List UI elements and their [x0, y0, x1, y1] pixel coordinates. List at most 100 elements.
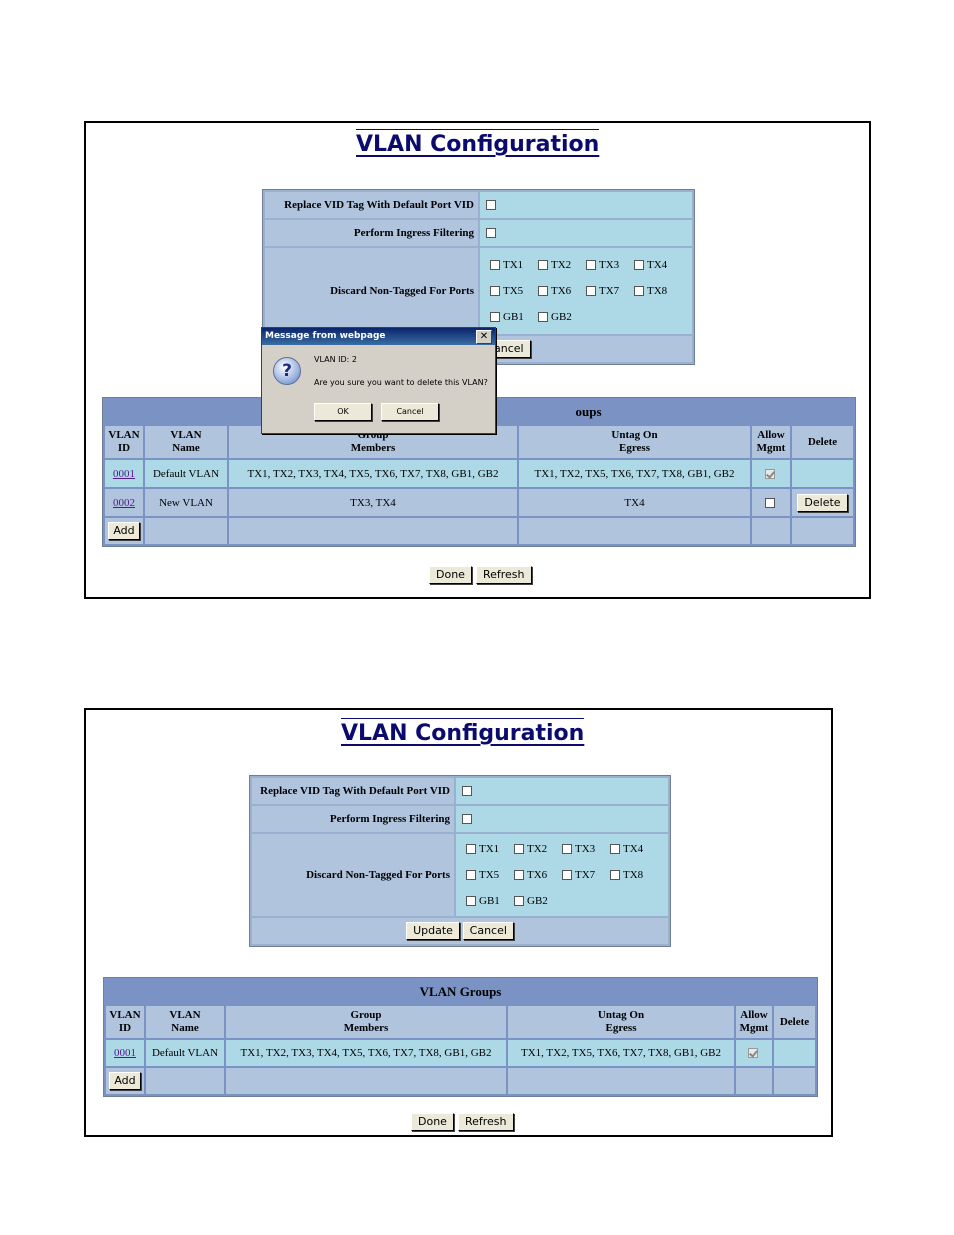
- config-table: Replace VID Tag With Default Port VID Pe…: [249, 775, 671, 947]
- table-row: 0002 New VLAN TX3, TX4 TX4 Delete: [105, 489, 853, 516]
- done-button[interactable]: Done: [429, 566, 472, 584]
- delete-button[interactable]: Delete: [797, 493, 848, 512]
- vlan-name: Default VLAN: [146, 1040, 224, 1066]
- done-button[interactable]: Done: [411, 1113, 454, 1131]
- port-checkbox[interactable]: [634, 286, 644, 297]
- port-checkbox[interactable]: [586, 286, 596, 297]
- group-members: TX1, TX2, TX3, TX4, TX5, TX6, TX7, TX8, …: [229, 460, 517, 487]
- page-title: VLAN Configuration: [341, 718, 585, 746]
- replace-vid-checkbox[interactable]: [462, 786, 472, 797]
- discard-label: Discard Non-Tagged For Ports: [265, 248, 478, 334]
- update-button[interactable]: Update: [406, 922, 460, 940]
- add-button[interactable]: Add: [109, 1072, 141, 1090]
- port-checkbox[interactable]: [490, 260, 500, 271]
- dialog-line-1: VLAN ID: 2: [314, 355, 357, 364]
- port-label: TX8: [647, 285, 668, 297]
- port-checkbox[interactable]: [538, 312, 548, 323]
- dialog-title: Message from webpage: [265, 331, 386, 341]
- refresh-button[interactable]: Refresh: [475, 566, 532, 584]
- ingress-checkbox[interactable]: [486, 228, 496, 239]
- port-label: TX2: [527, 843, 548, 855]
- port-checkbox[interactable]: [514, 870, 524, 881]
- ingress-label: Perform Ingress Filtering: [252, 806, 454, 832]
- port-label: GB2: [551, 311, 572, 323]
- port-label: GB2: [527, 895, 548, 907]
- port-checkbox[interactable]: [586, 260, 596, 271]
- port-label: TX5: [479, 869, 500, 881]
- port-label: TX7: [599, 285, 620, 297]
- replace-vid-checkbox[interactable]: [486, 200, 496, 211]
- port-label: TX6: [551, 285, 572, 297]
- replace-vid-label: Replace VID Tag With Default Port VID: [252, 778, 454, 804]
- port-label: GB1: [479, 895, 500, 907]
- confirm-dialog: Message from webpage ✕ ? VLAN ID: 2 Are …: [261, 327, 496, 434]
- dialog-ok-button[interactable]: OK: [314, 403, 372, 421]
- dialog-line-2: Are you sure you want to delete this VLA…: [314, 378, 488, 387]
- table-row: 0001 Default VLAN TX1, TX2, TX3, TX4, TX…: [106, 1040, 815, 1066]
- port-checkbox[interactable]: [466, 896, 476, 907]
- close-icon[interactable]: ✕: [476, 330, 492, 344]
- dialog-cancel-button[interactable]: Cancel: [381, 403, 439, 421]
- config-table: Replace VID Tag With Default Port VID Pe…: [262, 189, 695, 365]
- untag-egress: TX4: [519, 489, 750, 516]
- port-label: TX3: [599, 259, 620, 271]
- port-checkbox[interactable]: [514, 844, 524, 855]
- vlan-id-link[interactable]: 0002: [113, 496, 135, 509]
- port-checkbox[interactable]: [490, 312, 500, 323]
- port-checkbox[interactable]: [634, 260, 644, 271]
- col-header-delete: Delete: [774, 1006, 815, 1038]
- untag-egress: TX1, TX2, TX5, TX6, TX7, TX8, GB1, GB2: [508, 1040, 734, 1066]
- vlan-groups-title: VLAN Groups: [106, 980, 815, 1004]
- cancel-button[interactable]: Cancel: [462, 922, 514, 940]
- vlan-id-link[interactable]: 0001: [113, 467, 135, 480]
- port-checkbox[interactable]: [610, 870, 620, 881]
- ingress-label: Perform Ingress Filtering: [265, 220, 478, 246]
- port-checkbox[interactable]: [562, 844, 572, 855]
- discard-label: Discard Non-Tagged For Ports: [252, 834, 454, 916]
- untag-egress: TX1, TX2, TX5, TX6, TX7, TX8, GB1, GB2: [519, 460, 750, 487]
- cancel-button[interactable]: ancel: [491, 340, 531, 358]
- screenshot-panel-1: VLAN Configuration Replace VID Tag With …: [84, 121, 871, 599]
- port-label: TX4: [623, 843, 644, 855]
- vlan-id-link[interactable]: 0001: [114, 1047, 136, 1059]
- port-label: TX1: [503, 259, 524, 271]
- port-label: GB1: [503, 311, 524, 323]
- port-checkbox[interactable]: [538, 286, 548, 297]
- port-label: TX2: [551, 259, 572, 271]
- port-label: TX5: [503, 285, 524, 297]
- question-icon: ?: [273, 357, 301, 385]
- port-checkbox[interactable]: [514, 896, 524, 907]
- group-members: TX3, TX4: [229, 489, 517, 516]
- allow-mgmt-checkbox[interactable]: [764, 497, 775, 508]
- dialog-title-bar: Message from webpage ✕: [262, 328, 495, 345]
- replace-vid-label: Replace VID Tag With Default Port VID: [265, 192, 478, 218]
- vlan-name: Default VLAN: [145, 460, 227, 487]
- ingress-checkbox[interactable]: [462, 814, 472, 825]
- group-members: TX1, TX2, TX3, TX4, TX5, TX6, TX7, TX8, …: [226, 1040, 506, 1066]
- refresh-button[interactable]: Refresh: [457, 1113, 514, 1131]
- port-label: TX3: [575, 843, 596, 855]
- port-label: TX6: [527, 869, 548, 881]
- allow-mgmt-checkbox[interactable]: [747, 1048, 758, 1059]
- port-checkbox[interactable]: [466, 844, 476, 855]
- port-checkbox[interactable]: [538, 260, 548, 271]
- screenshot-panel-2: VLAN Configuration Replace VID Tag With …: [84, 708, 833, 1137]
- port-checkbox[interactable]: [610, 844, 620, 855]
- allow-mgmt-checkbox[interactable]: [764, 468, 775, 479]
- port-checkbox[interactable]: [562, 870, 572, 881]
- port-label: TX7: [575, 869, 596, 881]
- port-checkbox[interactable]: [490, 286, 500, 297]
- add-button[interactable]: Add: [108, 522, 140, 540]
- port-checkbox[interactable]: [466, 870, 476, 881]
